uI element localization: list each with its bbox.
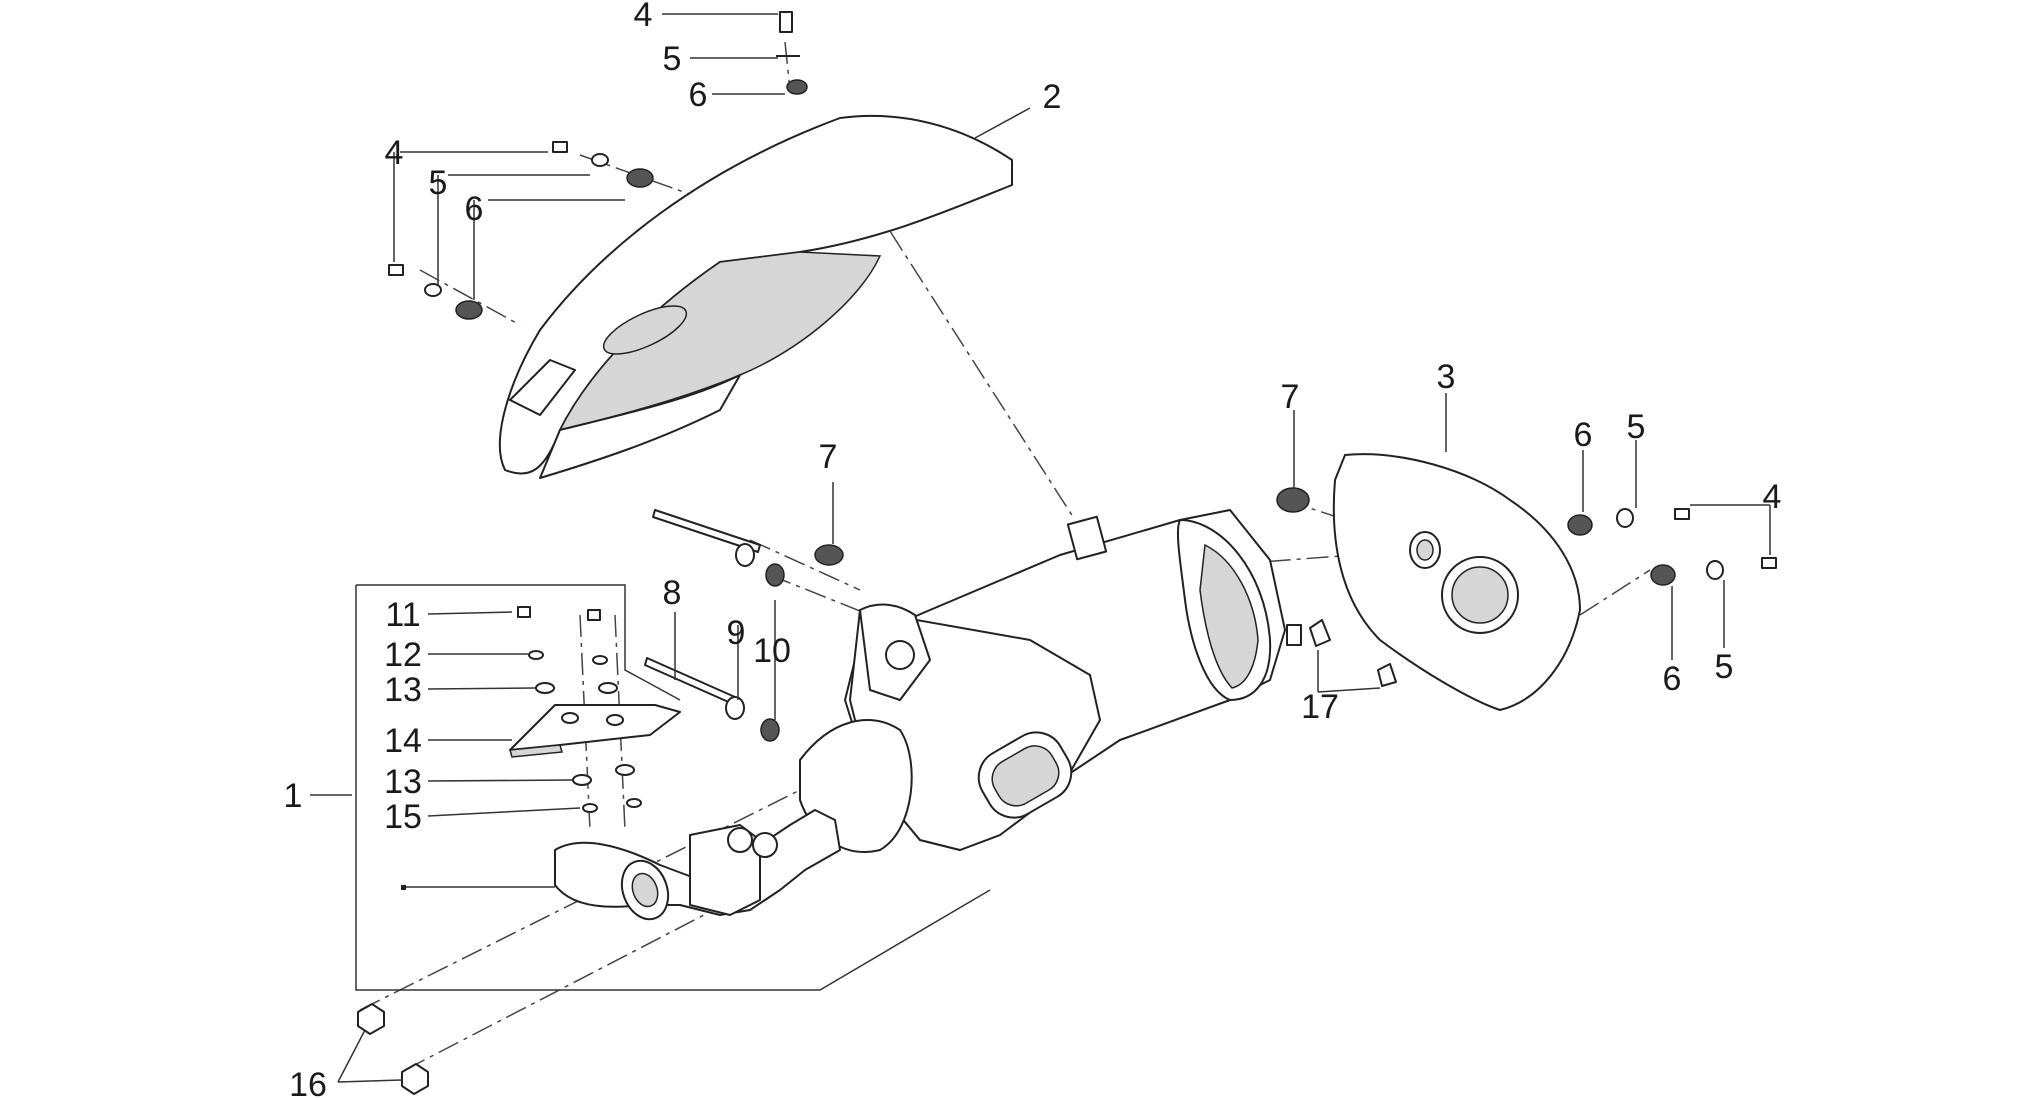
flat-washer-lower [725, 696, 745, 720]
grommet-left-b [455, 300, 483, 320]
flange-nut-lower [401, 1063, 429, 1095]
leader-lines [310, 13, 1771, 1083]
washer-right-a [1616, 508, 1634, 528]
callout-8: 8 [663, 574, 682, 612]
callout-17: 17 [1301, 688, 1339, 726]
small-screw-b [587, 609, 601, 621]
spacer-lower [760, 718, 780, 742]
hardware [357, 11, 1777, 1095]
bolt-lower [644, 657, 736, 705]
callout-16: 16 [289, 1066, 327, 1100]
callout-4-right: 4 [1763, 478, 1782, 516]
screw-right-b [1761, 557, 1777, 569]
washer-left-a [591, 153, 609, 167]
screw-right-a [1674, 508, 1690, 520]
callout-12: 12 [384, 636, 422, 674]
washer-right-b [1706, 560, 1724, 580]
exhaust-pipe-shield[interactable] [509, 704, 681, 758]
lock-washer-a [528, 650, 544, 660]
callout-2: 2 [1043, 78, 1062, 116]
rubber-mount-right [1276, 487, 1310, 513]
callout-6-right-bottom: 6 [1663, 660, 1682, 698]
grommet-right-a [1567, 514, 1593, 536]
lock-washer-b [592, 655, 608, 665]
pipe-marker [401, 885, 406, 890]
small-screw-a [517, 606, 531, 618]
callout-4-top: 4 [634, 0, 653, 34]
callout-5-right-bottom: 5 [1715, 648, 1734, 686]
callout-5-right-top: 5 [1627, 408, 1646, 446]
clip-a [582, 803, 598, 813]
muffler-end-cover[interactable] [1332, 453, 1581, 711]
bushing-d [615, 764, 635, 776]
callout-13-upper: 13 [384, 671, 422, 709]
muffler-bracket[interactable] [799, 603, 1101, 853]
cover-clip-a [1309, 619, 1331, 647]
callout-10: 10 [753, 632, 791, 670]
callout-9: 9 [727, 614, 746, 652]
bushing-b [598, 682, 618, 694]
callout-7-center: 7 [819, 438, 838, 476]
callout-4-left: 4 [385, 134, 404, 172]
flat-washer-upper [735, 543, 755, 567]
bushing-c [572, 774, 592, 786]
washer-left-b [424, 283, 442, 297]
callout-14: 14 [384, 722, 422, 760]
callout-6-left: 6 [465, 190, 484, 228]
callout-labels: 4 5 6 2 4 5 6 7 7 3 6 5 4 6 5 8 9 10 11 … [284, 0, 1782, 1100]
callout-13-lower: 13 [384, 763, 422, 801]
callout-1: 1 [284, 777, 303, 815]
bushing-a [535, 682, 555, 694]
screw-left-a [552, 141, 568, 153]
callout-11: 11 [385, 596, 420, 634]
screw-left-b [388, 264, 404, 276]
grommet-top [786, 79, 808, 95]
callout-15: 15 [384, 798, 422, 836]
callout-5-left: 5 [429, 164, 448, 202]
upper-heat-shield[interactable] [498, 114, 1013, 479]
rubber-mount-center [814, 544, 844, 566]
flange-nut-upper [357, 1003, 385, 1035]
grommet-right-b [1650, 564, 1676, 586]
callout-6-right-top: 6 [1574, 416, 1593, 454]
screw-top [779, 11, 793, 33]
callout-7-right: 7 [1281, 378, 1300, 416]
callout-6-top: 6 [689, 76, 708, 114]
callout-3: 3 [1437, 358, 1456, 396]
clip-b [626, 798, 642, 808]
spacer-upper [765, 563, 785, 587]
cover-clip-b [1377, 663, 1397, 687]
bolt-upper [652, 509, 761, 553]
callout-5-top: 5 [663, 40, 682, 78]
exhaust-pipe-assembly[interactable] [355, 584, 991, 991]
grommet-left-a [626, 168, 654, 188]
